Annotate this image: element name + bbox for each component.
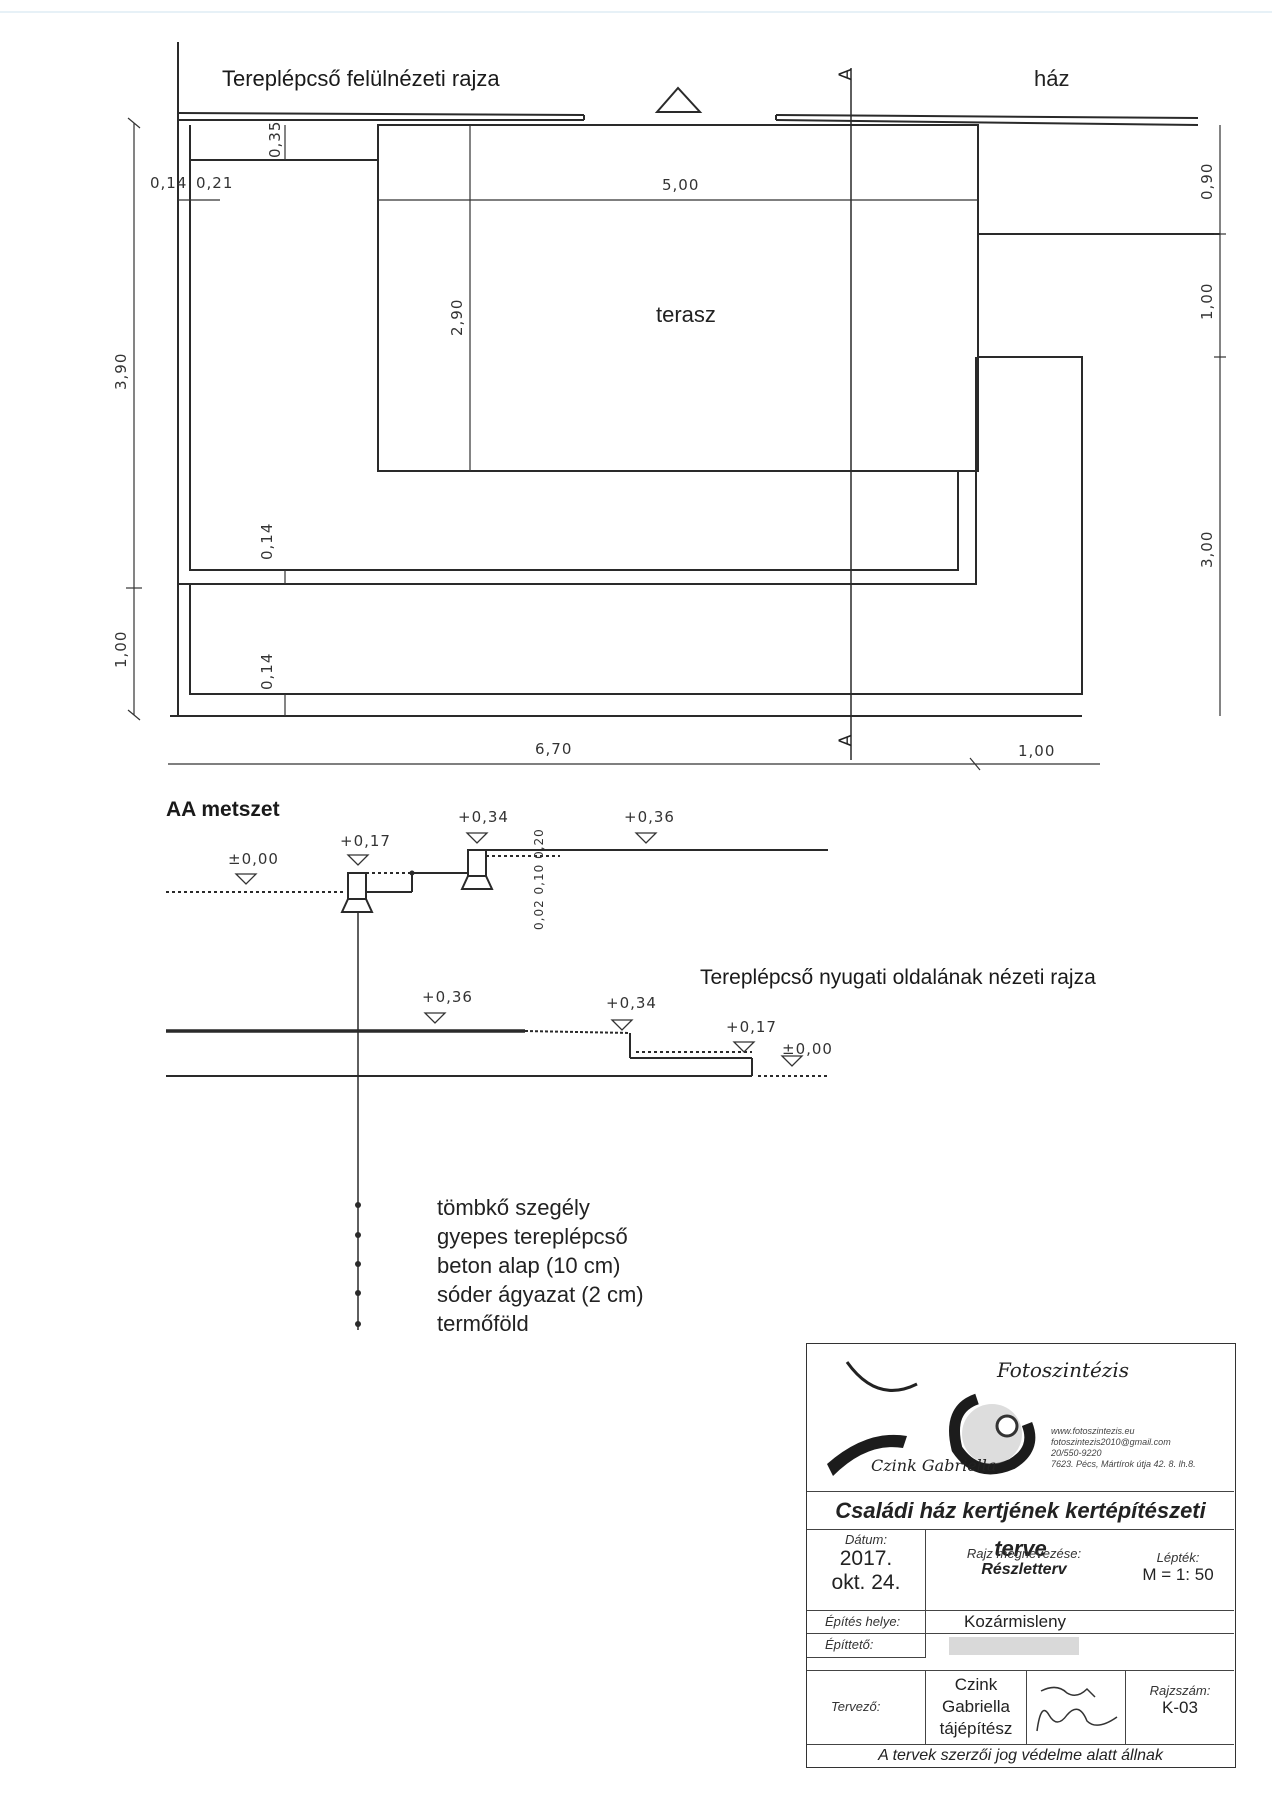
dim-0-21: 0,21	[196, 174, 234, 192]
dim-3-90: 3,90	[112, 352, 130, 390]
site-value: Kozármisleny	[926, 1610, 1234, 1634]
logo-swirl-icon	[827, 1361, 1036, 1476]
section-elev-000: ±0,00	[228, 850, 279, 868]
section-elev-036: +0,36	[624, 808, 675, 826]
layer-legend: tömbkő szegély gyepes tereplépcső beton …	[437, 1193, 644, 1338]
elevation-title: Tereplépcső nyugati oldalának nézeti raj…	[700, 966, 1096, 989]
dim-1-00-right: 1,00	[1198, 282, 1216, 320]
sheet-cell: Rajzszám: K-03	[1126, 1670, 1234, 1744]
legend-item: gyepes tereplépcső	[437, 1224, 628, 1249]
plan-title: Tereplépcső felülnézeti rajza	[222, 66, 500, 91]
designer-first: Czink	[954, 1675, 998, 1694]
dim-0-35: 0,35	[266, 120, 284, 158]
contact-info: www.fotoszintezis.eu fotoszintezis2010@g…	[1051, 1426, 1196, 1470]
designer-title: tájépítész	[939, 1719, 1013, 1738]
dim-0-14-mid: 0,14	[258, 522, 276, 560]
date-day: okt. 24.	[831, 1571, 901, 1594]
signature-icon	[1036, 1686, 1118, 1732]
sheet-label: Rajzszám:	[1149, 1683, 1211, 1698]
terrace-label: terasz	[656, 302, 716, 327]
section-elev-034: +0,34	[458, 808, 509, 826]
legend-item: tömbkő szegély	[437, 1195, 590, 1220]
site-label: Építés helye:	[807, 1610, 926, 1634]
designer-name: Czink Gabriella tájépítész	[926, 1670, 1026, 1744]
logo-area: Fotoszintézis Czink Gabriella www.fotosz…	[807, 1344, 1234, 1492]
section-title: AA metszet	[166, 798, 280, 821]
section-marker-top: A	[835, 68, 856, 81]
date-label: Dátum:	[845, 1532, 887, 1547]
legend-item: beton alap (10 cm)	[437, 1253, 621, 1278]
dim-3-00: 3,00	[1198, 530, 1216, 568]
dim-6-70: 6,70	[535, 740, 573, 758]
title-block: Fotoszintézis Czink Gabriella www.fotosz…	[806, 1343, 1236, 1768]
section-small-dims: 0,02 0,10 0,20	[532, 828, 546, 930]
elevation-elev-000: ±0,00	[782, 1040, 833, 1058]
legend-item: termőföld	[437, 1311, 529, 1336]
scale-label: Lépték:	[1156, 1550, 1200, 1565]
dim-1-00-bottom: 1,00	[1018, 742, 1056, 760]
scale-cell: Lépték: M = 1: 50	[1122, 1530, 1234, 1610]
logo-author: Czink Gabriella	[871, 1456, 997, 1475]
elevation-elev-036: +0,36	[422, 988, 473, 1006]
scale-value: M = 1: 50	[1142, 1565, 1214, 1584]
dim-0-90: 0,90	[1198, 162, 1216, 200]
drawing-name-cell: Rajz megnevezése: Részletterv	[926, 1530, 1122, 1610]
drawing-name: Részletterv	[981, 1561, 1067, 1578]
dim-0-14-bottom: 0,14	[258, 652, 276, 690]
brand-name: Fotoszintézis	[997, 1358, 1130, 1382]
builder-label: Építtető:	[807, 1634, 926, 1658]
section-elev-017: +0,17	[340, 832, 391, 850]
elevation-elev-034: +0,34	[606, 994, 657, 1012]
contact-address: 7623. Pécs, Mártírok útja 42. 8. lh.8.	[1051, 1459, 1196, 1469]
date-cell: Dátum: 2017. okt. 24.	[807, 1530, 926, 1610]
builder-redacted	[949, 1637, 1079, 1655]
designer-label: Tervező:	[807, 1670, 926, 1744]
copyright: A tervek szerzői jog védelme alatt állna…	[807, 1744, 1234, 1767]
contact-email: fotoszintezis2010@gmail.com	[1051, 1437, 1171, 1447]
contact-web: www.fotoszintezis.eu	[1051, 1426, 1135, 1436]
section-marker-bottom: A	[835, 734, 856, 747]
designer-last: Gabriella	[941, 1697, 1011, 1716]
dim-1-00-left: 1,00	[112, 630, 130, 668]
elevation-elev-017: +0,17	[726, 1018, 777, 1036]
house-label: ház	[1034, 66, 1070, 91]
dim-5-00: 5,00	[662, 176, 700, 194]
project-title: Családi ház kertjének kertépítészeti ter…	[807, 1492, 1234, 1561]
sheet-number: K-03	[1162, 1698, 1198, 1717]
date-year: 2017.	[839, 1547, 893, 1570]
contact-phone: 20/550-9220	[1051, 1448, 1102, 1458]
dim-2-90: 2,90	[448, 298, 466, 336]
signature	[1026, 1670, 1126, 1744]
legend-item: sóder ágyazat (2 cm)	[437, 1282, 644, 1307]
dim-0-14-top: 0,14	[150, 174, 188, 192]
drawing-name-label: Rajz megnevezése:	[966, 1546, 1082, 1561]
